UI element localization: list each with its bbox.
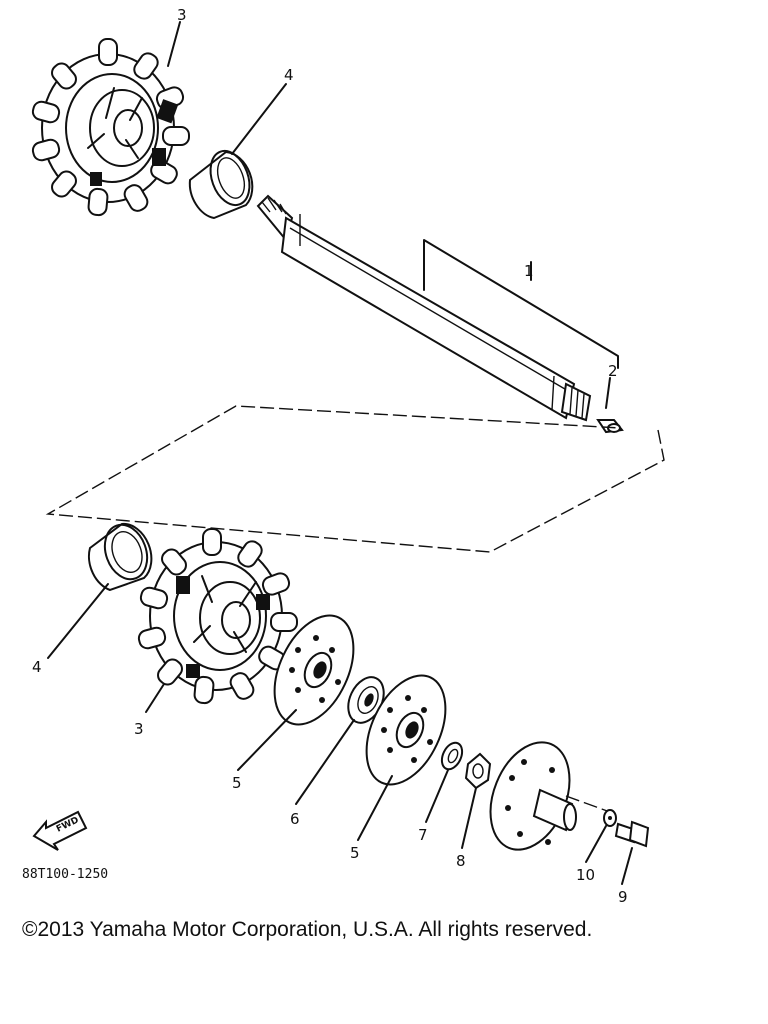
callout-10: 10 — [576, 866, 595, 884]
callout-7: 7 — [418, 826, 428, 844]
callout-2: 2 — [608, 362, 618, 380]
lock-washer — [603, 809, 617, 827]
fwd-arrow-icon: FWD — [32, 810, 88, 851]
callout-9: 9 — [618, 888, 628, 906]
copyright-notice: ©2013 Yamaha Motor Corporation, U.S.A. A… — [22, 918, 593, 941]
sprocket-bottom — [136, 528, 298, 705]
leader-lines — [47, 21, 633, 885]
plate-right — [365, 674, 447, 786]
shaft-callout-frame — [423, 239, 619, 369]
callout-1: 1 — [524, 262, 534, 280]
bushing-top — [188, 149, 254, 220]
plug — [596, 419, 624, 434]
assembly-dashed-outline — [45, 405, 665, 553]
washer — [440, 741, 464, 771]
bushing-bottom — [87, 522, 153, 592]
drive-shaft — [256, 194, 592, 422]
callout-3-top: 3 — [177, 6, 187, 24]
callout-8: 8 — [456, 852, 466, 870]
nut — [464, 752, 492, 790]
diagram-code: 88T100-1250 — [22, 867, 108, 882]
callout-4-bottom: 4 — [32, 658, 42, 676]
plate-left — [273, 614, 355, 726]
callout-6: 6 — [290, 810, 300, 828]
hub-flange — [489, 741, 611, 851]
callout-5-right: 5 — [350, 844, 360, 862]
callout-3-bottom: 3 — [134, 720, 144, 738]
bolt — [614, 820, 650, 848]
callout-5-left: 5 — [232, 774, 242, 792]
callout-4-top: 4 — [284, 66, 294, 84]
sprocket-top — [30, 38, 190, 217]
bearing — [347, 676, 385, 724]
